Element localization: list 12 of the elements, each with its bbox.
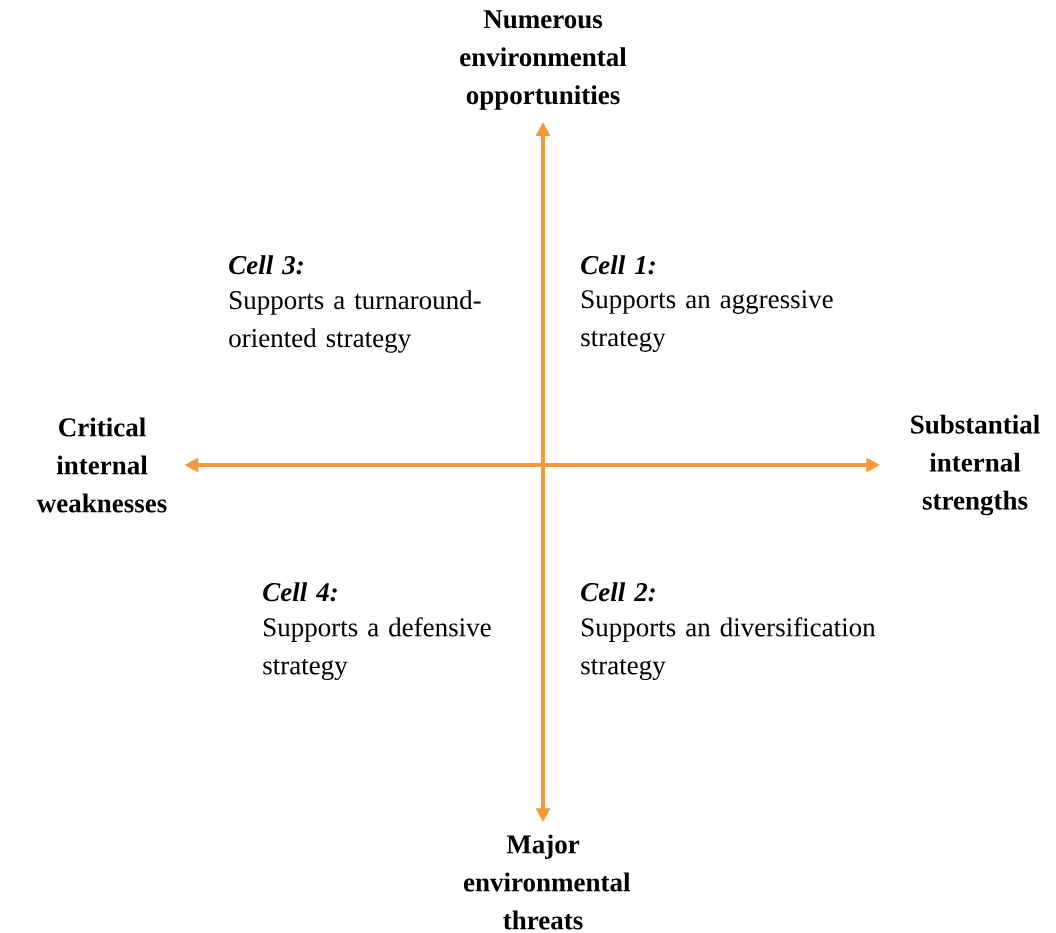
axis-label: Critical internal weaknesses: [36, 417, 167, 513]
cell-heading: Cell 3:: [229, 255, 303, 275]
axis-label: Major environmental threats: [463, 834, 631, 930]
axis-label: Numerous environmental opportunities: [460, 10, 627, 110]
axis-label: Substantial internal strengths: [911, 414, 1040, 516]
cell-heading: Cell 1:: [581, 255, 655, 275]
cell-text: Supports a defensive strategy: [263, 617, 491, 681]
cell-text: Supports an aggressive strategy: [581, 290, 833, 352]
cell-heading: Cell 2:: [581, 582, 655, 602]
cell-text: Supports an diversification strategy: [581, 617, 876, 681]
cell-heading: Cell 4:: [263, 582, 337, 602]
cell-text: Supports a turnaround-oriented strategy: [229, 290, 481, 353]
